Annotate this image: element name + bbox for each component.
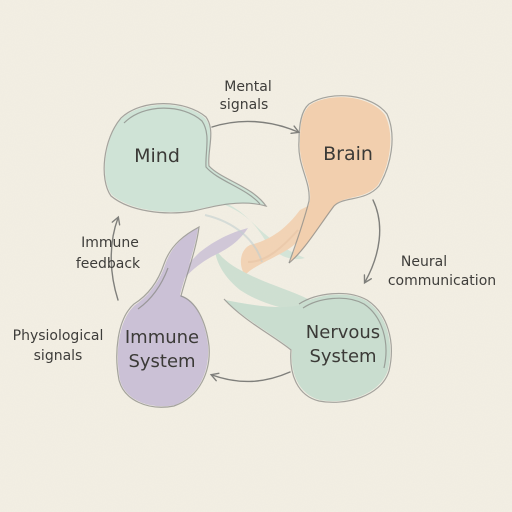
arrow-immune-to-mind xyxy=(110,215,121,301)
immune-system-label-line2: System xyxy=(128,351,195,372)
immune-system-label-line1: Immune xyxy=(125,327,199,348)
mental-signals-label-line2: signals xyxy=(220,97,269,113)
immune-feedback-label-line1: Immune xyxy=(81,235,139,251)
mental-signals-label-line1: Mental xyxy=(224,79,272,95)
node-nervous-system: Nervous System xyxy=(223,292,392,403)
neural-communication-label-line2: communication xyxy=(388,273,496,289)
immune-feedback-label-line2: feedback xyxy=(76,256,141,272)
arrow-brain-to-nervous xyxy=(363,199,381,285)
physiological-signals-label-line1: Physiological xyxy=(13,328,104,344)
nervous-system-label-line2: System xyxy=(309,346,376,367)
node-mind: Mind xyxy=(103,103,268,214)
physiological-signals-label-line2: signals xyxy=(34,348,83,364)
arrow-nervous-to-immune xyxy=(209,371,291,383)
node-immune-system: Immune System xyxy=(116,225,210,408)
mind-label: Mind xyxy=(134,145,180,167)
neural-communication-label-line1: Neural xyxy=(401,254,447,270)
brain-label: Brain xyxy=(323,143,373,165)
nervous-system-label-line1: Nervous xyxy=(306,322,380,343)
node-brain: Brain xyxy=(288,95,393,264)
arrow-mind-to-brain xyxy=(211,120,301,134)
